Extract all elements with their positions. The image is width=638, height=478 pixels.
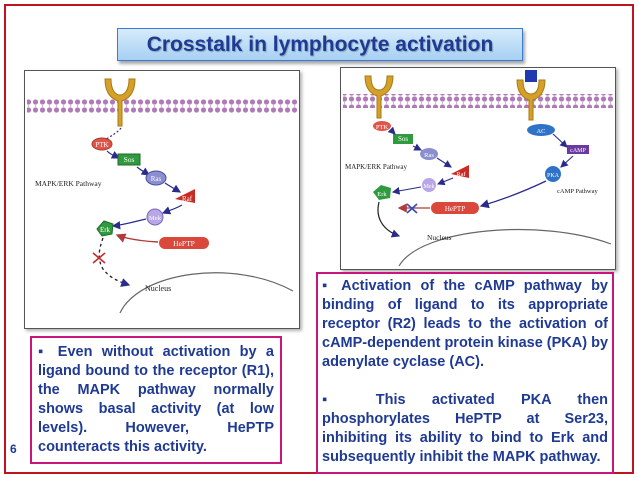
pka-label: PKA (547, 173, 560, 179)
ras-label: Ras (151, 175, 162, 183)
mek-node (146, 208, 164, 226)
heptp-label: HePTP (445, 205, 465, 213)
ras-raf-arrow (164, 182, 182, 193)
right-text-paragraph-2: ▪ This activated PKA then phosphorylates… (322, 392, 608, 465)
ras-label: Ras (424, 152, 434, 159)
nucleus-label: Nucleus (145, 284, 171, 293)
ptk-sos-arrow (387, 126, 396, 135)
raf-node (175, 189, 195, 203)
receptor-r2 (516, 70, 546, 121)
sos-node (117, 153, 141, 166)
erk-label: Erk (100, 226, 111, 234)
raf-mek-arrow (436, 177, 454, 186)
ligand-r2 (525, 70, 537, 82)
sos-label: Sos (398, 135, 408, 143)
mek-erk-arrow (391, 186, 422, 195)
ptk-sos-arrow (106, 150, 121, 159)
mapk-pathway-label: MAPK/ERK Pathway (345, 163, 408, 171)
heptp-node (159, 237, 209, 249)
raf-label: Raf (182, 195, 193, 203)
erk-nucleus-arrow (98, 237, 131, 287)
ptk-node (373, 121, 391, 131)
right-diagram-panel: PTK Sos Ras Raf Mek Erk HePTP Nucleus MA… (340, 67, 616, 270)
mek-label: Mek (149, 215, 162, 222)
paragraph-spacer (322, 372, 608, 391)
mek-erk-arrow (111, 218, 147, 230)
camp-pka-arrow (560, 155, 574, 168)
erk-node (96, 220, 114, 237)
receptor-r1 (104, 78, 136, 127)
left-pathway-diagram: PTK Sos Ras Raf Mek Erk HePTP Nucleus MA… (27, 78, 297, 314)
camp-pathway-label: cAMP Pathway (557, 188, 598, 195)
camp-node (567, 145, 589, 154)
left-text-box: ▪ Even without activation by a ligand bo… (30, 336, 282, 464)
right-text-box: ▪ Activation of the cAMP pathway by bind… (316, 272, 614, 474)
sos-node (393, 134, 413, 144)
sos-ras-arrow (412, 143, 422, 151)
ptk-label: PTK (376, 124, 389, 131)
ac-node (527, 124, 555, 136)
page-number: 6 (10, 442, 17, 456)
title-banner: Crosstalk in lymphocyte activation (117, 28, 523, 61)
cell-membrane (27, 99, 297, 113)
mek-node (422, 178, 436, 192)
pka-heptp-arrow (479, 180, 547, 209)
raf-mek-arrow (161, 204, 183, 215)
camp-label: cAMP (570, 148, 586, 154)
ac-camp-arrow (552, 133, 568, 148)
ras-node (420, 148, 438, 160)
cell-membrane (343, 94, 613, 108)
left-text-paragraph: ▪ Even without activation by a ligand bo… (38, 344, 274, 455)
heptp-label: HePTP (173, 239, 195, 248)
erk-nucleus-arrow (377, 201, 401, 238)
sos-label: Sos (124, 155, 135, 164)
ptk-node (91, 137, 113, 151)
pka-node (545, 166, 561, 182)
ras-node (145, 170, 167, 186)
erk-label: Erk (377, 191, 387, 198)
receptor-r1 (364, 75, 394, 119)
mapk-pathway-label: MAPK/ERK Pathway (35, 179, 102, 188)
ptk-label: PTK (95, 141, 108, 149)
right-pathway-diagram: PTK Sos Ras Raf Mek Erk HePTP Nucleus MA… (343, 70, 613, 267)
slide-title: Crosstalk in lymphocyte activation (146, 32, 494, 56)
nucleus-boundary (398, 228, 612, 267)
mek-label: Mek (424, 184, 435, 190)
heptp-node (431, 202, 479, 214)
nucleus-label: Nucleus (427, 233, 452, 242)
raf-label: Raf (456, 171, 466, 178)
ras-raf-arrow (436, 157, 452, 168)
heptp-erk-arrow (115, 233, 159, 243)
left-diagram-panel: PTK Sos Ras Raf Mek Erk HePTP Nucleus MA… (24, 70, 300, 329)
nucleus-boundary (119, 272, 294, 314)
erk-node (373, 185, 391, 200)
block-x-mark (92, 252, 106, 264)
ac-label: AC (536, 128, 545, 135)
raf-node (451, 165, 469, 178)
right-text-paragraph-1: ▪ Activation of the cAMP pathway by bind… (322, 278, 609, 370)
sos-ras-arrow (136, 166, 150, 176)
block-x-mark (406, 203, 418, 214)
